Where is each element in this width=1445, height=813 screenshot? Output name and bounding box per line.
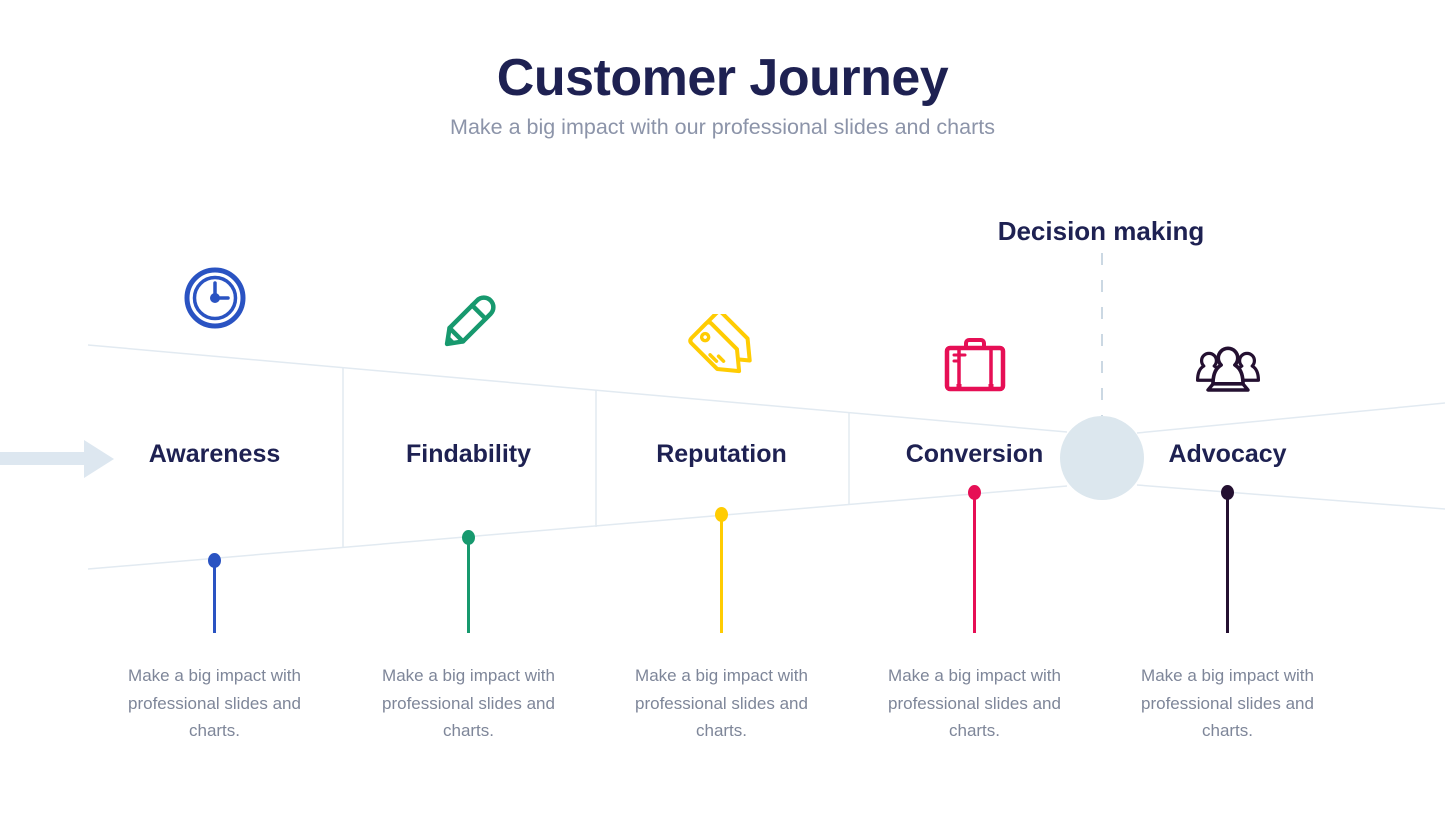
funnel-top-right-line <box>1136 402 1445 434</box>
stage-label: Advocacy <box>1168 440 1287 468</box>
stage-label: Awareness <box>148 440 281 468</box>
page-title: Customer Journey <box>496 49 949 107</box>
clock-icon <box>183 266 247 330</box>
stage-findability: Findability Make a big impact with profe… <box>342 0 595 813</box>
stage-stem <box>1226 492 1229 633</box>
stage-description: Make a big impact with professional slid… <box>635 666 808 740</box>
tags-icon <box>686 314 758 386</box>
stage-description: Make a big impact with professional slid… <box>382 666 555 740</box>
stage-stem <box>973 492 976 633</box>
decision-node-circle <box>1060 416 1144 500</box>
stage-stem <box>467 537 470 633</box>
people-icon <box>1195 339 1261 395</box>
stage-conversion: Conversion Make a big impact with profes… <box>848 0 1101 813</box>
stage-advocacy: Advocacy Make a big impact with professi… <box>1101 0 1354 813</box>
funnel-bottom-right-line <box>1136 484 1445 510</box>
decision-making-label: Decision making <box>997 216 1205 246</box>
funnel-bottom-left-line <box>87 485 1068 570</box>
briefcase-icon <box>944 337 1006 393</box>
funnel-top-left-line <box>87 344 1068 433</box>
stage-awareness: Awareness Make a big impact with profess… <box>88 0 341 813</box>
stage-stem <box>213 560 216 633</box>
page-subtitle: Make a big impact with our professional … <box>450 115 995 139</box>
stage-label: Reputation <box>656 440 787 468</box>
stage-stem <box>720 514 723 633</box>
stage-label: Findability <box>406 440 531 468</box>
right-arrow-icon <box>0 440 114 478</box>
stage-reputation: Reputation Make a big impact with profes… <box>595 0 848 813</box>
stage-description: Make a big impact with professional slid… <box>128 666 301 740</box>
stage-description: Make a big impact with professional slid… <box>1141 666 1314 740</box>
pencil-icon <box>435 288 503 356</box>
stage-description: Make a big impact with professional slid… <box>888 666 1061 740</box>
stage-label: Conversion <box>905 440 1044 468</box>
